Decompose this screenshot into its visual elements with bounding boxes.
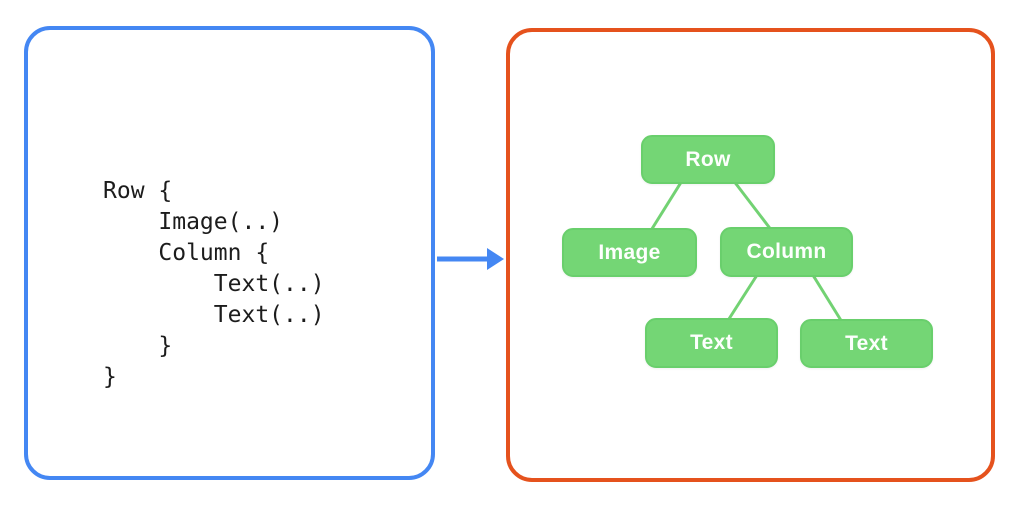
tree-node-text-1: Text <box>645 318 778 368</box>
right-arrow-icon <box>437 248 504 270</box>
code-block: Row { Image(..) Column { Text(..) Text(.… <box>103 178 325 390</box>
tree-node-text-2: Text <box>800 319 933 368</box>
code-panel: Row { Image(..) Column { Text(..) Text(.… <box>24 26 435 480</box>
arrow-head <box>487 248 504 270</box>
tree-node-image: Image <box>562 228 697 277</box>
tree-node-row: Row <box>641 135 775 184</box>
tree-node-column: Column <box>720 227 853 277</box>
